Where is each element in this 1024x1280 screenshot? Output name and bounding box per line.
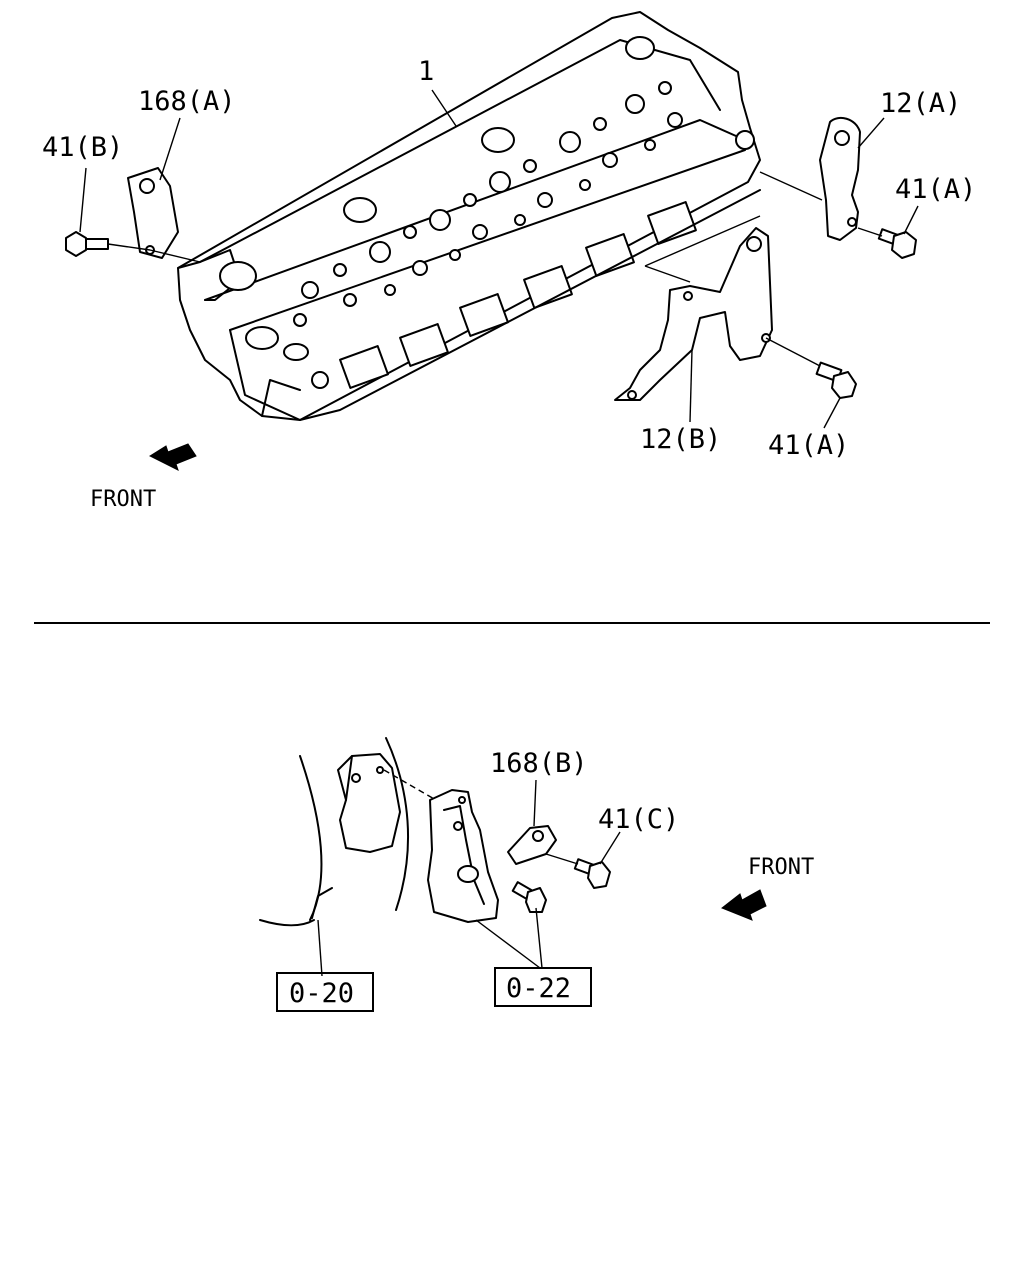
leader-lines-top (79, 89, 919, 429)
flywheel-axis (383, 769, 437, 801)
label-part-41a-upper: 41(A) (895, 174, 976, 205)
cam-bearings (219, 36, 655, 361)
flywheel-housing (259, 737, 410, 927)
label-front-top: FRONT (90, 487, 156, 512)
ref-box-0-20 (276, 972, 374, 1012)
bolt-41b-axis (107, 243, 201, 263)
front-arrow-top-icon (148, 443, 197, 471)
ports (339, 201, 697, 389)
bolt-41c (573, 858, 611, 889)
bracket-12b (614, 227, 773, 401)
valve-bosses (293, 81, 683, 327)
bracket-168b (507, 825, 557, 865)
bolt-41a-lower-axis (765, 337, 821, 367)
bracket-12b-axis-2 (644, 215, 761, 267)
bracket-168a (127, 167, 179, 259)
cylinder-head-assembly (177, 11, 761, 421)
label-part-12b: 12(B) (640, 424, 721, 455)
bolt-41a-upper (877, 228, 917, 259)
label-part-41b: 41(B) (42, 132, 123, 163)
label-part-168b: 168(B) (490, 748, 588, 779)
label-ref-0-20: 0-20 (289, 978, 354, 1009)
bolt-41b (65, 231, 109, 257)
ref-box-0-22 (494, 967, 592, 1007)
label-ref-0-22: 0-22 (506, 973, 571, 1004)
label-part-41a-lower: 41(A) (768, 430, 849, 461)
bolt-41a-upper-axis (857, 227, 883, 237)
label-part-41c: 41(C) (598, 804, 679, 835)
label-part-168a: 168(A) (138, 86, 236, 117)
label-part-1: 1 (418, 56, 434, 87)
bracket-12a-axis (759, 171, 823, 201)
front-arrow-bottom-icon (721, 889, 767, 921)
bracket-12a (819, 116, 861, 241)
bolt-41c-axis (545, 853, 579, 865)
label-part-12a: 12(A) (880, 88, 961, 119)
leader-lines-bottom (317, 779, 621, 977)
bolt-41a-lower (815, 361, 857, 399)
bolt-mount (511, 881, 547, 913)
bracket-12b-axis (644, 265, 691, 283)
engine-mount-bracket (427, 789, 499, 923)
label-front-bottom: FRONT (748, 855, 814, 880)
